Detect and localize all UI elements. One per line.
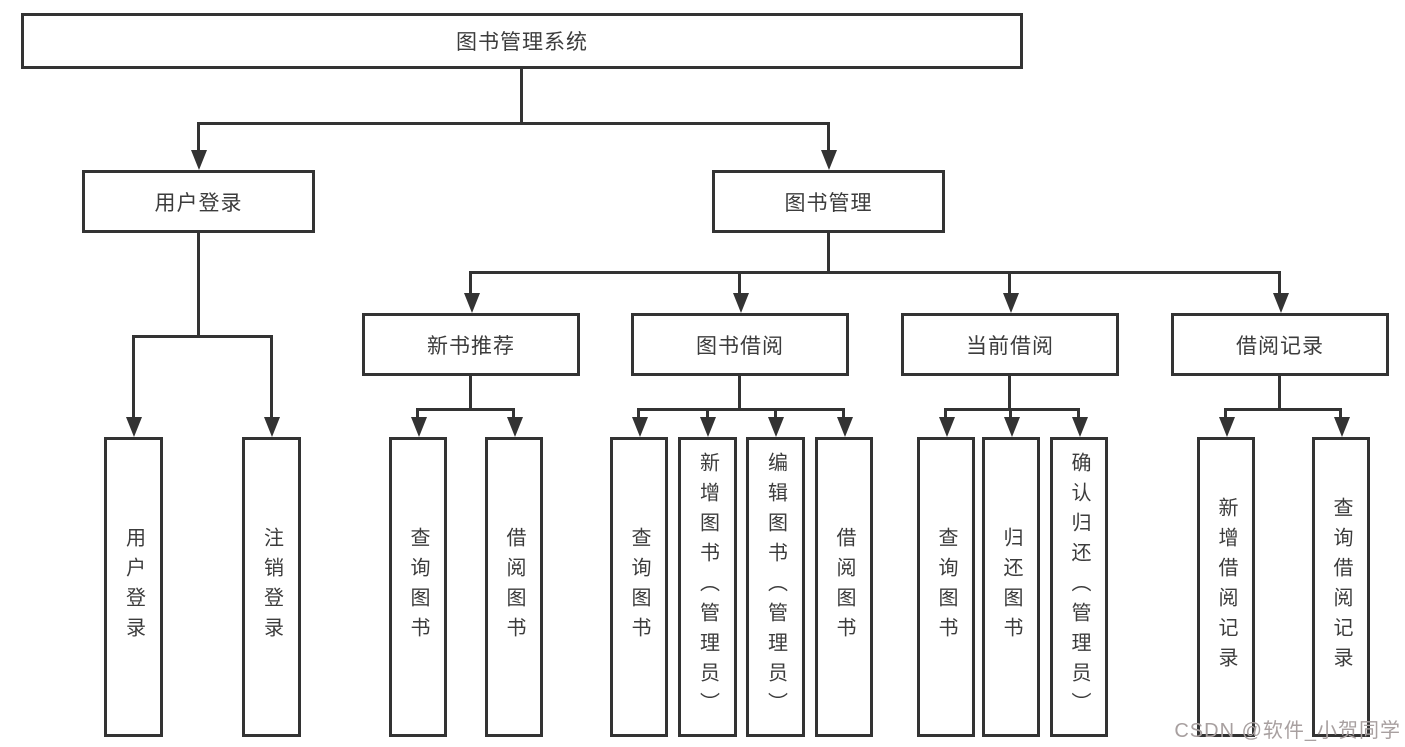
arrowhead-down-icon [1004,417,1020,437]
connector-drop-leaf-logout [270,335,273,419]
node-new-book-recommend: 新书推荐 [362,313,580,376]
connector-drop-current-borrow [1008,271,1011,295]
connector-root-branch [197,122,830,125]
node-user-login-label: 用户登录 [154,191,243,215]
leaf-return-book: 归还图书 [982,437,1040,737]
arrowhead-down-icon [939,417,955,437]
leaf-edit-book-admin: 编辑图书（管理员） [746,437,805,737]
connector-root-stem [520,69,523,122]
node-current-borrow: 当前借阅 [901,313,1119,376]
connector-book-borrow-stem [738,376,741,408]
leaf-add-borrow-record-label: 新增借阅记录 [1215,497,1237,677]
leaf-borrow-book-2-label: 借阅图书 [833,527,855,647]
node-book-borrow: 图书借阅 [631,313,849,376]
arrowhead-down-icon [1072,417,1088,437]
arrowhead-down-icon [837,417,853,437]
leaf-query-borrow-record: 查询借阅记录 [1312,437,1370,737]
arrowhead-down-icon [632,417,648,437]
leaf-add-book-admin-label: 新增图书（管理员） [696,452,719,722]
connector-drop-user-login [197,122,200,152]
arrowhead-down-icon [1273,293,1289,313]
leaf-logout-label: 注销登录 [260,527,283,647]
leaf-user-login-label: 用户登录 [122,527,145,647]
connector-drop-leaf-user-login [132,335,135,419]
leaf-query-book-3: 查询图书 [917,437,975,737]
csdn-watermark: CSDN @软件_小贺同学 [1174,720,1401,742]
connector-new-book-branch [416,408,515,411]
leaf-confirm-return-admin: 确认归还（管理员） [1050,437,1108,737]
connector-user-login-stem [197,233,200,335]
node-root-label: 图书管理系统 [456,31,588,54]
arrowhead-down-icon [768,417,784,437]
arrowhead-down-icon [700,417,716,437]
connector-book-management-stem [827,233,830,271]
arrowhead-down-icon [411,417,427,437]
connector-user-login-branch [132,335,273,338]
connector-drop-borrow-record [1278,271,1281,295]
connector-drop [416,408,419,419]
arrowhead-down-icon [1334,417,1350,437]
node-borrow-record: 借阅记录 [1171,313,1389,376]
leaf-query-book-2-label: 查询图书 [628,527,650,647]
connector-book-management-branch [469,271,1281,274]
connector-drop [774,408,777,419]
arrowhead-down-icon [733,293,749,313]
node-book-management: 图书管理 [712,170,945,233]
leaf-borrow-book-2: 借阅图书 [815,437,873,737]
node-borrow-record-label: 借阅记录 [1236,334,1324,358]
connector-drop [842,408,845,419]
node-current-borrow-label: 当前借阅 [966,334,1054,358]
arrowhead-down-icon [464,293,480,313]
connector-drop [944,408,947,419]
arrowhead-down-icon [264,417,280,437]
node-user-login: 用户登录 [82,170,315,233]
connector-current-borrow-stem [1008,376,1011,408]
connector-drop [706,408,709,419]
connector-borrow-record-stem [1278,376,1281,408]
arrowhead-down-icon [1219,417,1235,437]
connector-drop [512,408,515,419]
node-root: 图书管理系统 [21,13,1023,69]
arrowhead-down-icon [1003,293,1019,313]
leaf-add-borrow-record: 新增借阅记录 [1197,437,1255,737]
leaf-confirm-return-admin-label: 确认归还（管理员） [1068,452,1090,722]
leaf-edit-book-admin-label: 编辑图书（管理员） [764,452,787,722]
leaf-return-book-label: 归还图书 [1000,527,1022,647]
connector-drop [1339,408,1342,419]
arrowhead-down-icon [821,150,837,170]
leaf-query-book-3-label: 查询图书 [935,527,957,647]
leaf-query-book-2: 查询图书 [610,437,668,737]
connector-drop-book-management [827,122,830,152]
leaf-borrow-book-1: 借阅图书 [485,437,543,737]
connector-drop-book-borrow [738,271,741,295]
leaf-query-borrow-record-label: 查询借阅记录 [1330,497,1352,677]
connector-current-borrow-branch [944,408,1080,411]
connector-drop [1224,408,1227,419]
leaf-add-book-admin: 新增图书（管理员） [678,437,737,737]
leaf-query-book-1: 查询图书 [389,437,447,737]
leaf-user-login: 用户登录 [104,437,163,737]
leaf-query-book-1-label: 查询图书 [407,527,429,647]
arrowhead-down-icon [126,417,142,437]
connector-drop [1077,408,1080,419]
arrowhead-down-icon [507,417,523,437]
node-book-management-label: 图书管理 [784,191,873,215]
node-new-book-recommend-label: 新书推荐 [427,334,515,358]
connector-book-borrow-branch [637,408,845,411]
leaf-borrow-book-1-label: 借阅图书 [503,527,525,647]
connector-borrow-record-branch [1224,408,1342,411]
node-book-borrow-label: 图书借阅 [696,334,784,358]
connector-drop [1009,408,1012,419]
connector-drop-new-book-recommend [469,271,472,295]
leaf-logout: 注销登录 [242,437,301,737]
arrowhead-down-icon [191,150,207,170]
connector-new-book-stem [469,376,472,408]
connector-drop [637,408,640,419]
